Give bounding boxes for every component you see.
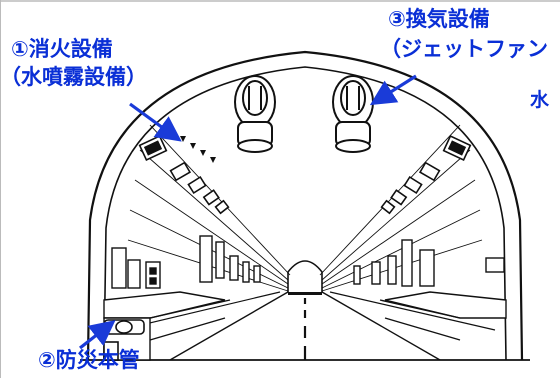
- ventilation-sub-label: （ジェットファン: [380, 37, 548, 61]
- right-wall-equipment: [353, 239, 505, 287]
- road-edge-left: [169, 291, 289, 361]
- tunnel-inner-arch: [103, 66, 507, 361]
- spray-nozzles: [180, 136, 216, 163]
- fire-label: ①消火設備: [11, 37, 113, 61]
- fire-sub-label: （水噴霧設備）: [0, 65, 147, 89]
- arrow-pipe: [79, 320, 116, 350]
- left-wall-equipment: [111, 235, 261, 289]
- right-lamps: [380, 135, 472, 215]
- pipe-label: ②防災本管: [38, 348, 140, 372]
- ventilation-label: ③換気設備: [388, 7, 490, 31]
- arrow-fire: [129, 102, 182, 142]
- left-lamps: [138, 135, 230, 215]
- jet-fan-left: [234, 75, 276, 153]
- tunnel-outer-arch: [86, 50, 524, 361]
- arrow-ventilation: [369, 74, 417, 106]
- portal-floor: [288, 292, 322, 295]
- jet-fan-right: [332, 75, 374, 153]
- ceiling-rays-left: [127, 124, 291, 292]
- road-edge-right: [321, 291, 441, 361]
- cut-off-label: 水: [530, 89, 550, 111]
- far-portal: [287, 260, 323, 292]
- right-walkway: [379, 291, 507, 341]
- walkway-edge-right: [329, 291, 496, 331]
